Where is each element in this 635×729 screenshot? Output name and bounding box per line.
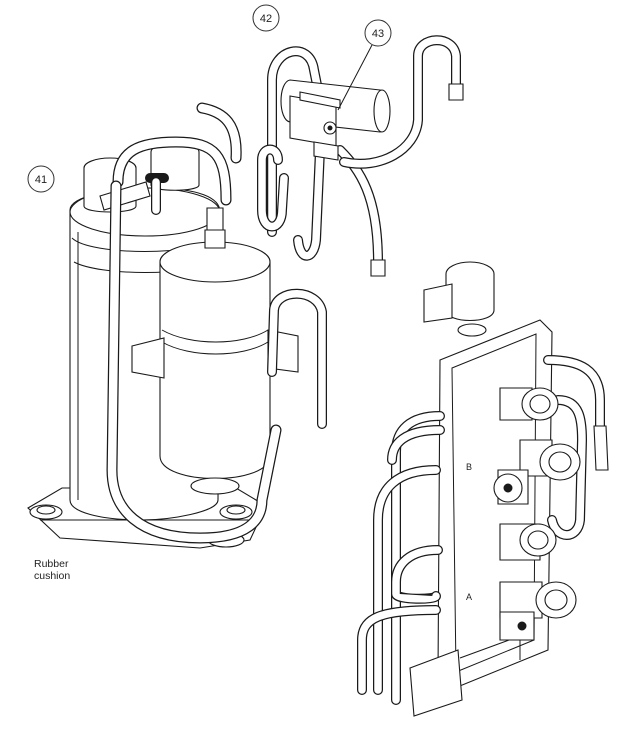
- service-valve-6: [499, 611, 535, 641]
- service-valve-2: [519, 439, 581, 481]
- manifold-left-pipes: [357, 411, 445, 705]
- callout-42: 42: [252, 4, 280, 32]
- rubber-cushion-label: Rubber cushion: [34, 558, 71, 582]
- discharge-loop: [145, 173, 327, 429]
- service-valve-3: [493, 469, 529, 505]
- manifold-right-pipe: [543, 355, 609, 540]
- service-valve-5: [499, 581, 577, 619]
- manifold-coil: [423, 261, 495, 337]
- suction-pipe: [106, 102, 282, 544]
- callout-43: 43: [364, 19, 392, 47]
- manifold-plate: [409, 319, 553, 717]
- upper-pipe-assembly: [257, 35, 464, 277]
- solenoid-valve: [280, 79, 391, 161]
- callout-43-leader: [337, 44, 373, 111]
- callout-41-number: 41: [35, 174, 47, 186]
- service-valve-1: [499, 387, 559, 421]
- port-a-label: A: [466, 592, 472, 602]
- callout-41: 41: [27, 165, 55, 193]
- callout-43-number: 43: [372, 28, 384, 40]
- valve-manifold-assembly: B A: [357, 261, 609, 717]
- compressor-assembly: [27, 102, 327, 549]
- accumulator-tank: [131, 207, 299, 495]
- port-b-label: B: [466, 462, 472, 472]
- callout-42-number: 42: [260, 13, 272, 25]
- service-valve-4: [499, 523, 557, 561]
